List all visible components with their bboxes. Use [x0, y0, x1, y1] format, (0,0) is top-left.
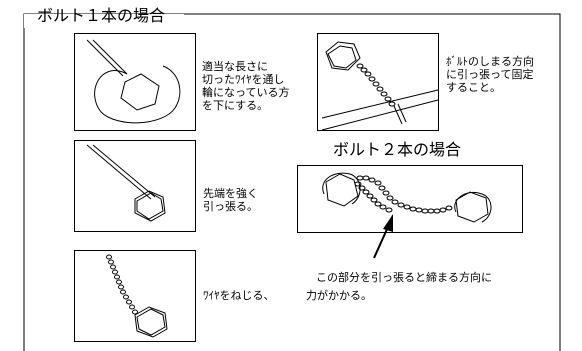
- step4-illustration: [321, 41, 439, 131]
- two-bolt-heading: ボルト２本の場合: [333, 140, 462, 159]
- two-bolt-illustration: [322, 172, 492, 223]
- step2-panel: [74, 140, 196, 232]
- step1-panel: [74, 33, 196, 131]
- step3-text: ﾜｲﾔをねじる、: [203, 289, 275, 302]
- two-bolt-note-a: この部分を引っ張ると締まる方向に: [316, 271, 492, 284]
- step3-illustration: [106, 254, 168, 338]
- step1-illustration: [86, 39, 181, 124]
- step4-panel: [317, 33, 439, 131]
- step3-panel: [74, 250, 196, 342]
- step2-text: 先端を強く 引っ張る。: [203, 187, 258, 213]
- two-bolt-panel: [297, 165, 523, 233]
- step1-text: 適当な長さに 切ったﾜｲﾔを通し 輪になっている方 を下にする。: [202, 60, 290, 112]
- one-bolt-heading: ボルト１本の場合: [37, 6, 166, 25]
- step2-illustration: [86, 144, 166, 222]
- two-bolt-note-b: 力がかかる。: [306, 289, 372, 302]
- step4-text: ﾎﾞﾙﾄのしまる方向 に引っ張って固定 すること。: [446, 55, 534, 94]
